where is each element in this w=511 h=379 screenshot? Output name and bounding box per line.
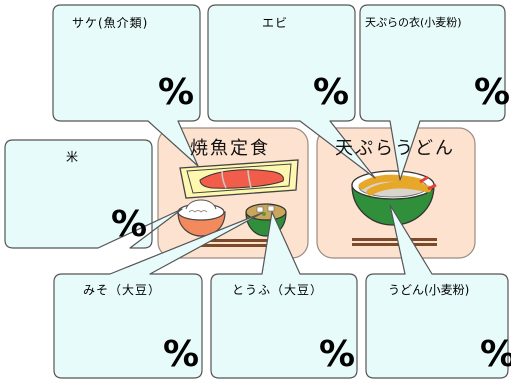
shrimp-percent: % (313, 72, 350, 113)
chopsticks-icon (196, 239, 274, 247)
tempura-udon-meal-title: 天ぷらうどん (335, 138, 455, 159)
salmon-callout (52, 4, 201, 167)
grilled-fish-meal-title: 焼魚定食 (190, 138, 270, 159)
shrimp-callout (207, 4, 376, 179)
rice-percent: % (111, 204, 148, 245)
rice-callout (4, 139, 183, 249)
udon-callout (365, 204, 509, 379)
udon-percent: % (480, 334, 511, 375)
tofu-percent: % (319, 334, 356, 375)
batter-percent: % (474, 72, 511, 113)
rice-bowl-icon (177, 199, 226, 237)
grilled-salmon-icon (179, 159, 299, 199)
salmon-label: サケ(魚介類) (72, 16, 149, 30)
tofu-callout (210, 211, 358, 379)
chopsticks-icon-2 (352, 238, 437, 246)
miso-label: みそ（大豆） (83, 283, 162, 297)
miso-percent: % (163, 334, 200, 375)
miso-callout (53, 212, 263, 379)
tofu-label: とうふ（大豆） (232, 283, 324, 297)
shrimp-label: エビ (262, 16, 289, 30)
salmon-percent: % (158, 72, 195, 113)
rice-label: 米 (66, 150, 80, 164)
batter-label: 天ぷらの衣(小麦粉) (365, 16, 462, 29)
tempura-udon-bowl-icon (351, 170, 437, 226)
batter-callout (359, 4, 506, 181)
udon-label: うどん(小麦粉) (388, 283, 470, 297)
